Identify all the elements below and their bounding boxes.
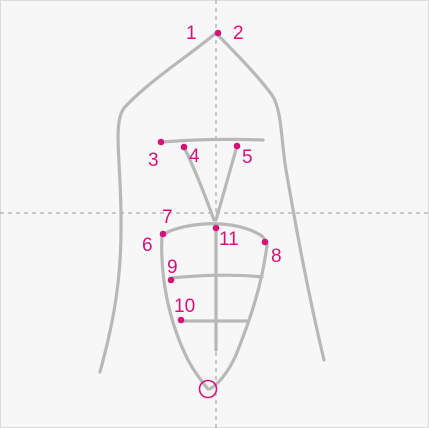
point-label-8: 8 <box>271 246 282 267</box>
point-label-3: 3 <box>148 150 159 171</box>
field-right-stroke <box>208 243 269 391</box>
point-marker-1-2 <box>214 29 222 37</box>
point-label-9: 9 <box>167 257 178 278</box>
point-marker-10 <box>177 316 185 324</box>
point-marker-4 <box>180 143 188 151</box>
point-marker-6-7 <box>159 230 167 238</box>
point-marker-5 <box>233 142 241 150</box>
left-outer-stroke <box>98 31 218 374</box>
point-label-1: 1 <box>186 23 197 44</box>
right-outer-stroke <box>214 31 326 362</box>
point-marker-9 <box>167 276 175 284</box>
point-label-10: 10 <box>174 296 195 317</box>
right-diagonal-stroke <box>214 144 239 222</box>
point-label-5: 5 <box>242 147 253 168</box>
point-marker-8 <box>261 238 269 246</box>
point-marker-11 <box>212 224 220 232</box>
field-left-stroke <box>160 233 210 391</box>
point-label-7: 7 <box>162 207 173 228</box>
field-upper-bar-stroke <box>170 273 264 280</box>
point-marker-3 <box>157 138 165 146</box>
point-label-11: 11 <box>219 229 239 250</box>
point-label-4: 4 <box>189 146 200 167</box>
end-point-ring <box>198 379 218 399</box>
point-label-6: 6 <box>142 235 153 256</box>
point-label-2: 2 <box>233 23 244 44</box>
left-diagonal-stroke <box>182 145 216 222</box>
upper-horizontal-stroke <box>160 137 265 144</box>
